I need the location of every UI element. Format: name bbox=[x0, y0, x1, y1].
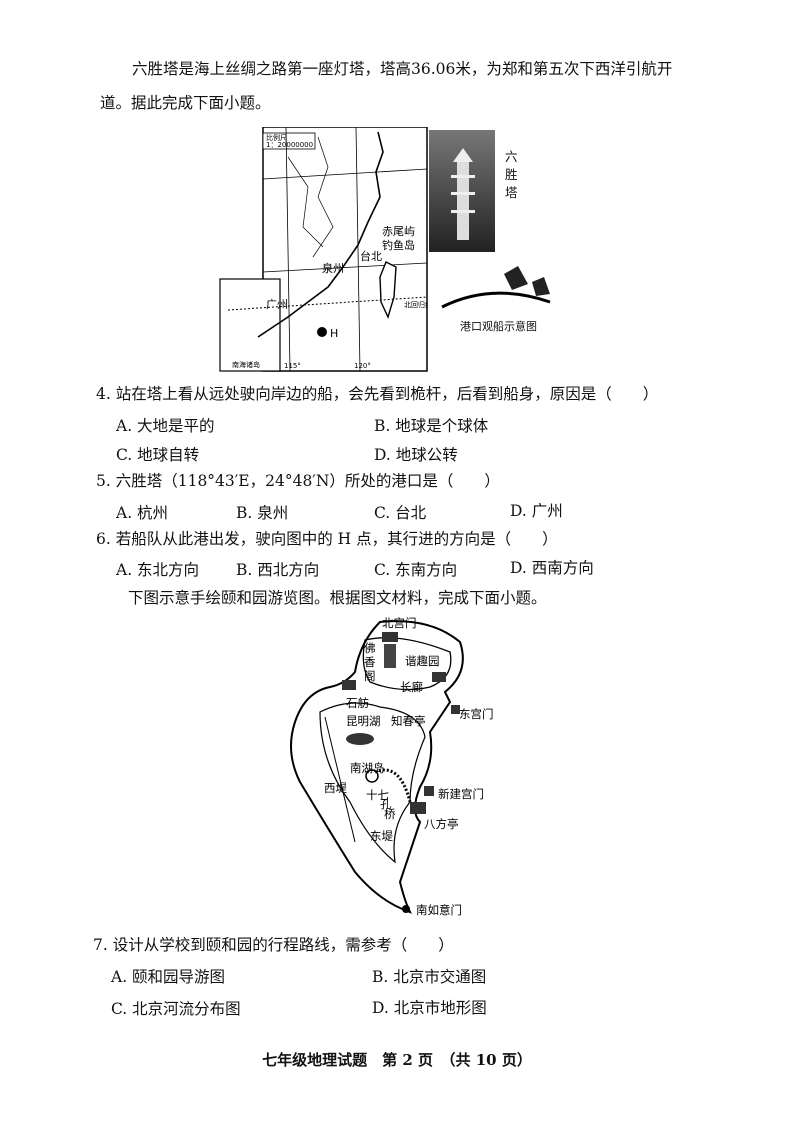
q6-option-a[interactable]: A. 东北方向 bbox=[116, 561, 200, 579]
q6-option-c[interactable]: C. 东南方向 bbox=[374, 561, 458, 579]
q6-stem: 6. 若船队从此港出发，驶向图中的 H 点，其行进的方向是（ ） bbox=[96, 530, 558, 548]
q5-stem: 5. 六胜塔（118°43′E，24°48′N）所处的港口是（ ） bbox=[96, 472, 500, 490]
q4-option-d[interactable]: D. 地球公转 bbox=[374, 446, 458, 464]
q7-option-a[interactable]: A. 颐和园导游图 bbox=[111, 968, 226, 986]
label-beigongmen: 北宫门 bbox=[382, 616, 417, 630]
tower-photo bbox=[429, 130, 495, 252]
label-bafangting: 八方亭 bbox=[424, 817, 459, 831]
q5-option-a[interactable]: A. 杭州 bbox=[116, 504, 169, 522]
label-xinjiangongmen: 新建宫门 bbox=[438, 787, 484, 801]
label-quanzhou: 泉州 bbox=[322, 261, 344, 275]
label-fo: 佛 bbox=[364, 641, 376, 655]
q5-option-c[interactable]: C. 台北 bbox=[374, 504, 427, 522]
label-taibei: 台北 bbox=[360, 249, 382, 263]
label-shiqi: 十七 bbox=[366, 788, 389, 802]
intro2-paragraph: 下图示意手绘颐和园游览图。根据图文材料，完成下面小题。 bbox=[128, 589, 547, 607]
coast-map: 比例尺 1：20000000 H 赤尾屿 钓鱼岛 台北 泉州 广州 北回归线 南… bbox=[219, 127, 428, 372]
q4-stem: 4. 站在塔上看从远处驶向岸边的船，会先看到桅杆，后看到船身，原因是（ ） bbox=[96, 385, 659, 403]
label-ge: 阁 bbox=[364, 669, 376, 683]
q4-option-c[interactable]: C. 地球自转 bbox=[116, 446, 200, 464]
point-h: H bbox=[330, 327, 338, 340]
label-changlang: 长廊 bbox=[400, 680, 423, 694]
harbor-sketch bbox=[441, 266, 551, 309]
q7-option-d[interactable]: D. 北京市地形图 bbox=[372, 999, 487, 1017]
label-donggongmen: 东宫门 bbox=[459, 707, 494, 721]
label-guangzhou: 广州 bbox=[266, 298, 288, 311]
harbor-caption: 港口观船示意图 bbox=[460, 320, 537, 333]
q7-option-b[interactable]: B. 北京市交通图 bbox=[372, 968, 487, 986]
label-dongdi: 东堤 bbox=[370, 829, 393, 843]
label-diaoyudao: 钓鱼岛 bbox=[382, 238, 415, 252]
tower-caption: 六胜塔 bbox=[505, 149, 518, 200]
label-chiweiyu: 赤尾屿 bbox=[382, 225, 415, 238]
q4-option-a[interactable]: A. 大地是平的 bbox=[116, 417, 215, 435]
q6-option-d[interactable]: D. 西南方向 bbox=[510, 559, 594, 577]
q5-option-d[interactable]: D. 广州 bbox=[510, 502, 563, 520]
q7-option-c[interactable]: C. 北京河流分布图 bbox=[111, 1000, 241, 1018]
label-qiao: 桥 bbox=[384, 807, 396, 821]
label-xiequyuan: 谐趣园 bbox=[405, 654, 440, 668]
summer-palace-map: 北宫门 佛 香 阁 谐趣园 长廊 石舫 东宫门 昆明湖 知春亭 南湖岛 西堤 十… bbox=[290, 616, 494, 917]
q7-stem: 7. 设计从学校到颐和园的行程路线，需参考（ ） bbox=[93, 936, 454, 954]
q5-option-b[interactable]: B. 泉州 bbox=[236, 504, 289, 522]
scale-title: 比例尺 bbox=[266, 133, 287, 142]
label-lon120: 120° bbox=[354, 362, 371, 370]
q6-option-b[interactable]: B. 西北方向 bbox=[236, 561, 320, 579]
label-xidi: 西堤 bbox=[324, 781, 347, 795]
intro-paragraph: 六胜塔是海上丝绸之路第一座灯塔，塔高36.06米，为郑和第五次下西洋引航开道。据… bbox=[100, 60, 673, 112]
label-nanhai: 南海诸岛 bbox=[232, 360, 260, 369]
label-shifang: 石舫 bbox=[346, 696, 369, 710]
label-lon115: 115° bbox=[284, 362, 301, 370]
label-xiang: 香 bbox=[364, 655, 376, 669]
label-tropic: 北回归线 bbox=[404, 300, 428, 309]
q4-option-b[interactable]: B. 地球是个球体 bbox=[374, 417, 489, 435]
label-nanruyimen: 南如意门 bbox=[416, 903, 462, 917]
label-nanhudao: 南湖岛 bbox=[350, 761, 385, 775]
page-footer: 七年级地理试题 第 2 页 （共 10 页） bbox=[262, 1051, 532, 1069]
scale-value: 1：20000000 bbox=[266, 141, 313, 149]
label-kunminghu: 昆明湖 bbox=[346, 714, 381, 728]
label-kong: 孔 bbox=[380, 797, 392, 811]
label-zhichunting: 知春亭 bbox=[391, 714, 426, 728]
